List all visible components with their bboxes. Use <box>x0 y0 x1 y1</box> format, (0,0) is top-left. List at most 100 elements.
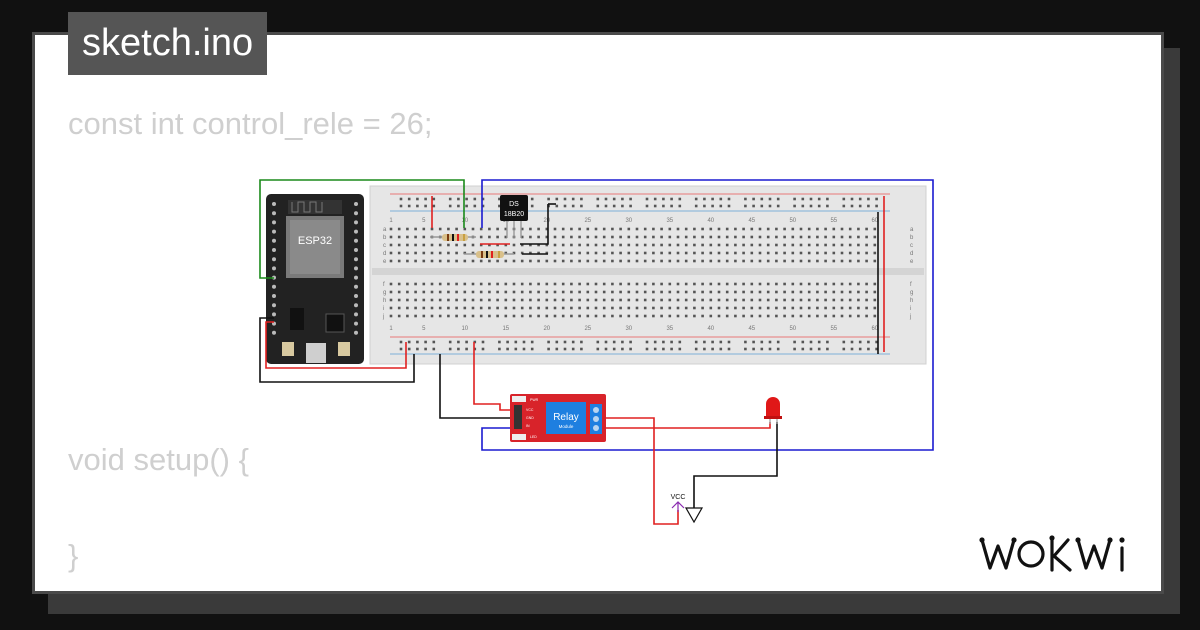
breadboard-column-number: 55 <box>830 218 837 224</box>
esp32-pin[interactable] <box>354 238 358 243</box>
breadboard-column-number: 45 <box>748 218 755 224</box>
code-line-3: } <box>68 538 79 573</box>
esp32-pin[interactable] <box>272 202 276 206</box>
esp32-pin[interactable] <box>354 312 358 317</box>
breadboard-row-letter: a <box>383 227 387 233</box>
esp32-label: ESP32 <box>298 235 332 247</box>
esp32-pin[interactable] <box>354 248 358 252</box>
esp32-pin[interactable] <box>272 238 276 243</box>
breadboard-column-number: 40 <box>707 326 714 332</box>
esp32-pin[interactable] <box>354 220 358 225</box>
breadboard-row-letter: j <box>382 314 384 320</box>
relay-pin-gnd: GND <box>526 416 534 420</box>
code-line-1: const int control_rele = 26; <box>68 106 433 141</box>
breadboard-row-letter: i <box>910 306 911 312</box>
breadboard-column-number: 60 <box>871 326 878 332</box>
esp32-pin[interactable] <box>354 266 358 271</box>
breadboard-column-number: 1 <box>389 218 393 224</box>
esp32-pin[interactable] <box>272 220 276 225</box>
breadboard-column-number: 25 <box>584 326 591 332</box>
esp32-pin[interactable] <box>272 284 276 289</box>
breadboard-row-letter: h <box>383 298 386 304</box>
resistor-2[interactable] <box>464 251 514 258</box>
esp32-pin[interactable] <box>272 303 276 308</box>
breadboard-row-letter: c <box>910 243 913 249</box>
breadboard-column-number: 10 <box>461 218 468 224</box>
esp32-pin[interactable] <box>272 257 276 262</box>
esp32-board[interactable]: ESP32 <box>266 194 364 364</box>
breadboard-column-number: 20 <box>543 218 550 224</box>
logo-letter-k <box>1050 536 1072 572</box>
relay-pin-in: IN <box>526 424 530 428</box>
breadboard-column-number: 20 <box>543 326 550 332</box>
relay-pin-pwr: PWR <box>530 398 539 402</box>
esp32-pin[interactable] <box>354 202 358 206</box>
ground-symbol[interactable] <box>684 507 704 524</box>
breadboard-column-number: 35 <box>666 218 673 224</box>
esp32-pin[interactable] <box>272 248 276 252</box>
breadboard-row-letter: b <box>383 235 387 241</box>
logo-letter-o <box>1017 540 1045 568</box>
breadboard-row-letter: d <box>383 251 386 257</box>
breadboard-column-number: 45 <box>748 326 755 332</box>
esp32-pin[interactable] <box>354 321 358 326</box>
breadboard-column-number: 5 <box>422 326 426 332</box>
breadboard-column-number: 25 <box>584 218 591 224</box>
esp32-pin[interactable] <box>354 330 358 335</box>
esp32-pin[interactable] <box>272 330 276 335</box>
breadboard-column-number: 10 <box>461 326 468 332</box>
breadboard-column-number: 15 <box>502 326 509 332</box>
breadboard-column-number: 50 <box>789 326 796 332</box>
relay-label-2: Module <box>559 424 574 429</box>
breadboard-column-number: 1 <box>389 326 393 332</box>
ds18b20-sensor[interactable]: DS 18B20 <box>500 195 528 238</box>
relay-module[interactable]: Relay Module PWR VCC GND IN LED <box>510 394 606 442</box>
esp32-pin[interactable] <box>354 303 358 308</box>
esp32-pin[interactable] <box>354 211 358 216</box>
esp32-pin[interactable] <box>272 266 276 271</box>
sensor-label-1: DS <box>509 201 519 208</box>
resistor-1[interactable] <box>430 234 476 241</box>
breadboard-column-number: 50 <box>789 218 796 224</box>
breadboard-row-letter: e <box>910 259 914 265</box>
esp32-pin[interactable] <box>272 211 276 216</box>
breadboard-column-number: 40 <box>707 218 714 224</box>
breadboard-row-letter: j <box>909 314 911 320</box>
breadboard-row-letter: c <box>383 243 386 249</box>
esp32-pin[interactable] <box>354 257 358 262</box>
red-led[interactable] <box>764 397 782 424</box>
sensor-label-2: 18B20 <box>504 211 524 218</box>
esp32-pin[interactable] <box>272 312 276 317</box>
breadboard-column-number: 35 <box>666 326 673 332</box>
esp32-pin[interactable] <box>354 284 358 289</box>
breadboard-row-letter: f <box>383 282 385 288</box>
vcc-label: VCC <box>671 494 686 501</box>
breadboard-column-number: 55 <box>830 326 837 332</box>
esp32-pin[interactable] <box>272 294 276 298</box>
breadboard-column-number: 30 <box>625 218 632 224</box>
breadboard-column-number: 60 <box>871 218 878 224</box>
breadboard-row-letter: g <box>910 290 913 296</box>
breadboard-row-letter: b <box>910 235 914 241</box>
code-line-2: void setup() { <box>68 442 249 477</box>
breadboard-column-number: 30 <box>625 326 632 332</box>
esp32-pin[interactable] <box>354 229 358 234</box>
file-tab[interactable]: sketch.ino <box>68 12 268 75</box>
breadboard-row-letter: f <box>910 282 912 288</box>
breadboard-row-letter: h <box>910 298 913 304</box>
breadboard-row-letter: i <box>383 306 384 312</box>
breadboard-row-letter: g <box>383 290 386 296</box>
relay-pin-vcc: VCC <box>526 408 534 412</box>
breadboard-row-letter: e <box>383 259 387 265</box>
relay-pin-led: LED <box>530 435 537 439</box>
relay-label-1: Relay <box>553 412 579 423</box>
logo-letter-w2 <box>1076 538 1112 570</box>
vcc-symbol[interactable]: VCC <box>671 494 686 512</box>
esp32-pin[interactable] <box>354 294 358 298</box>
esp32-pin[interactable] <box>272 229 276 234</box>
esp32-pin[interactable] <box>354 275 358 280</box>
breadboard-column-number: 5 <box>422 218 426 224</box>
breadboard-row-letter: a <box>910 227 914 233</box>
